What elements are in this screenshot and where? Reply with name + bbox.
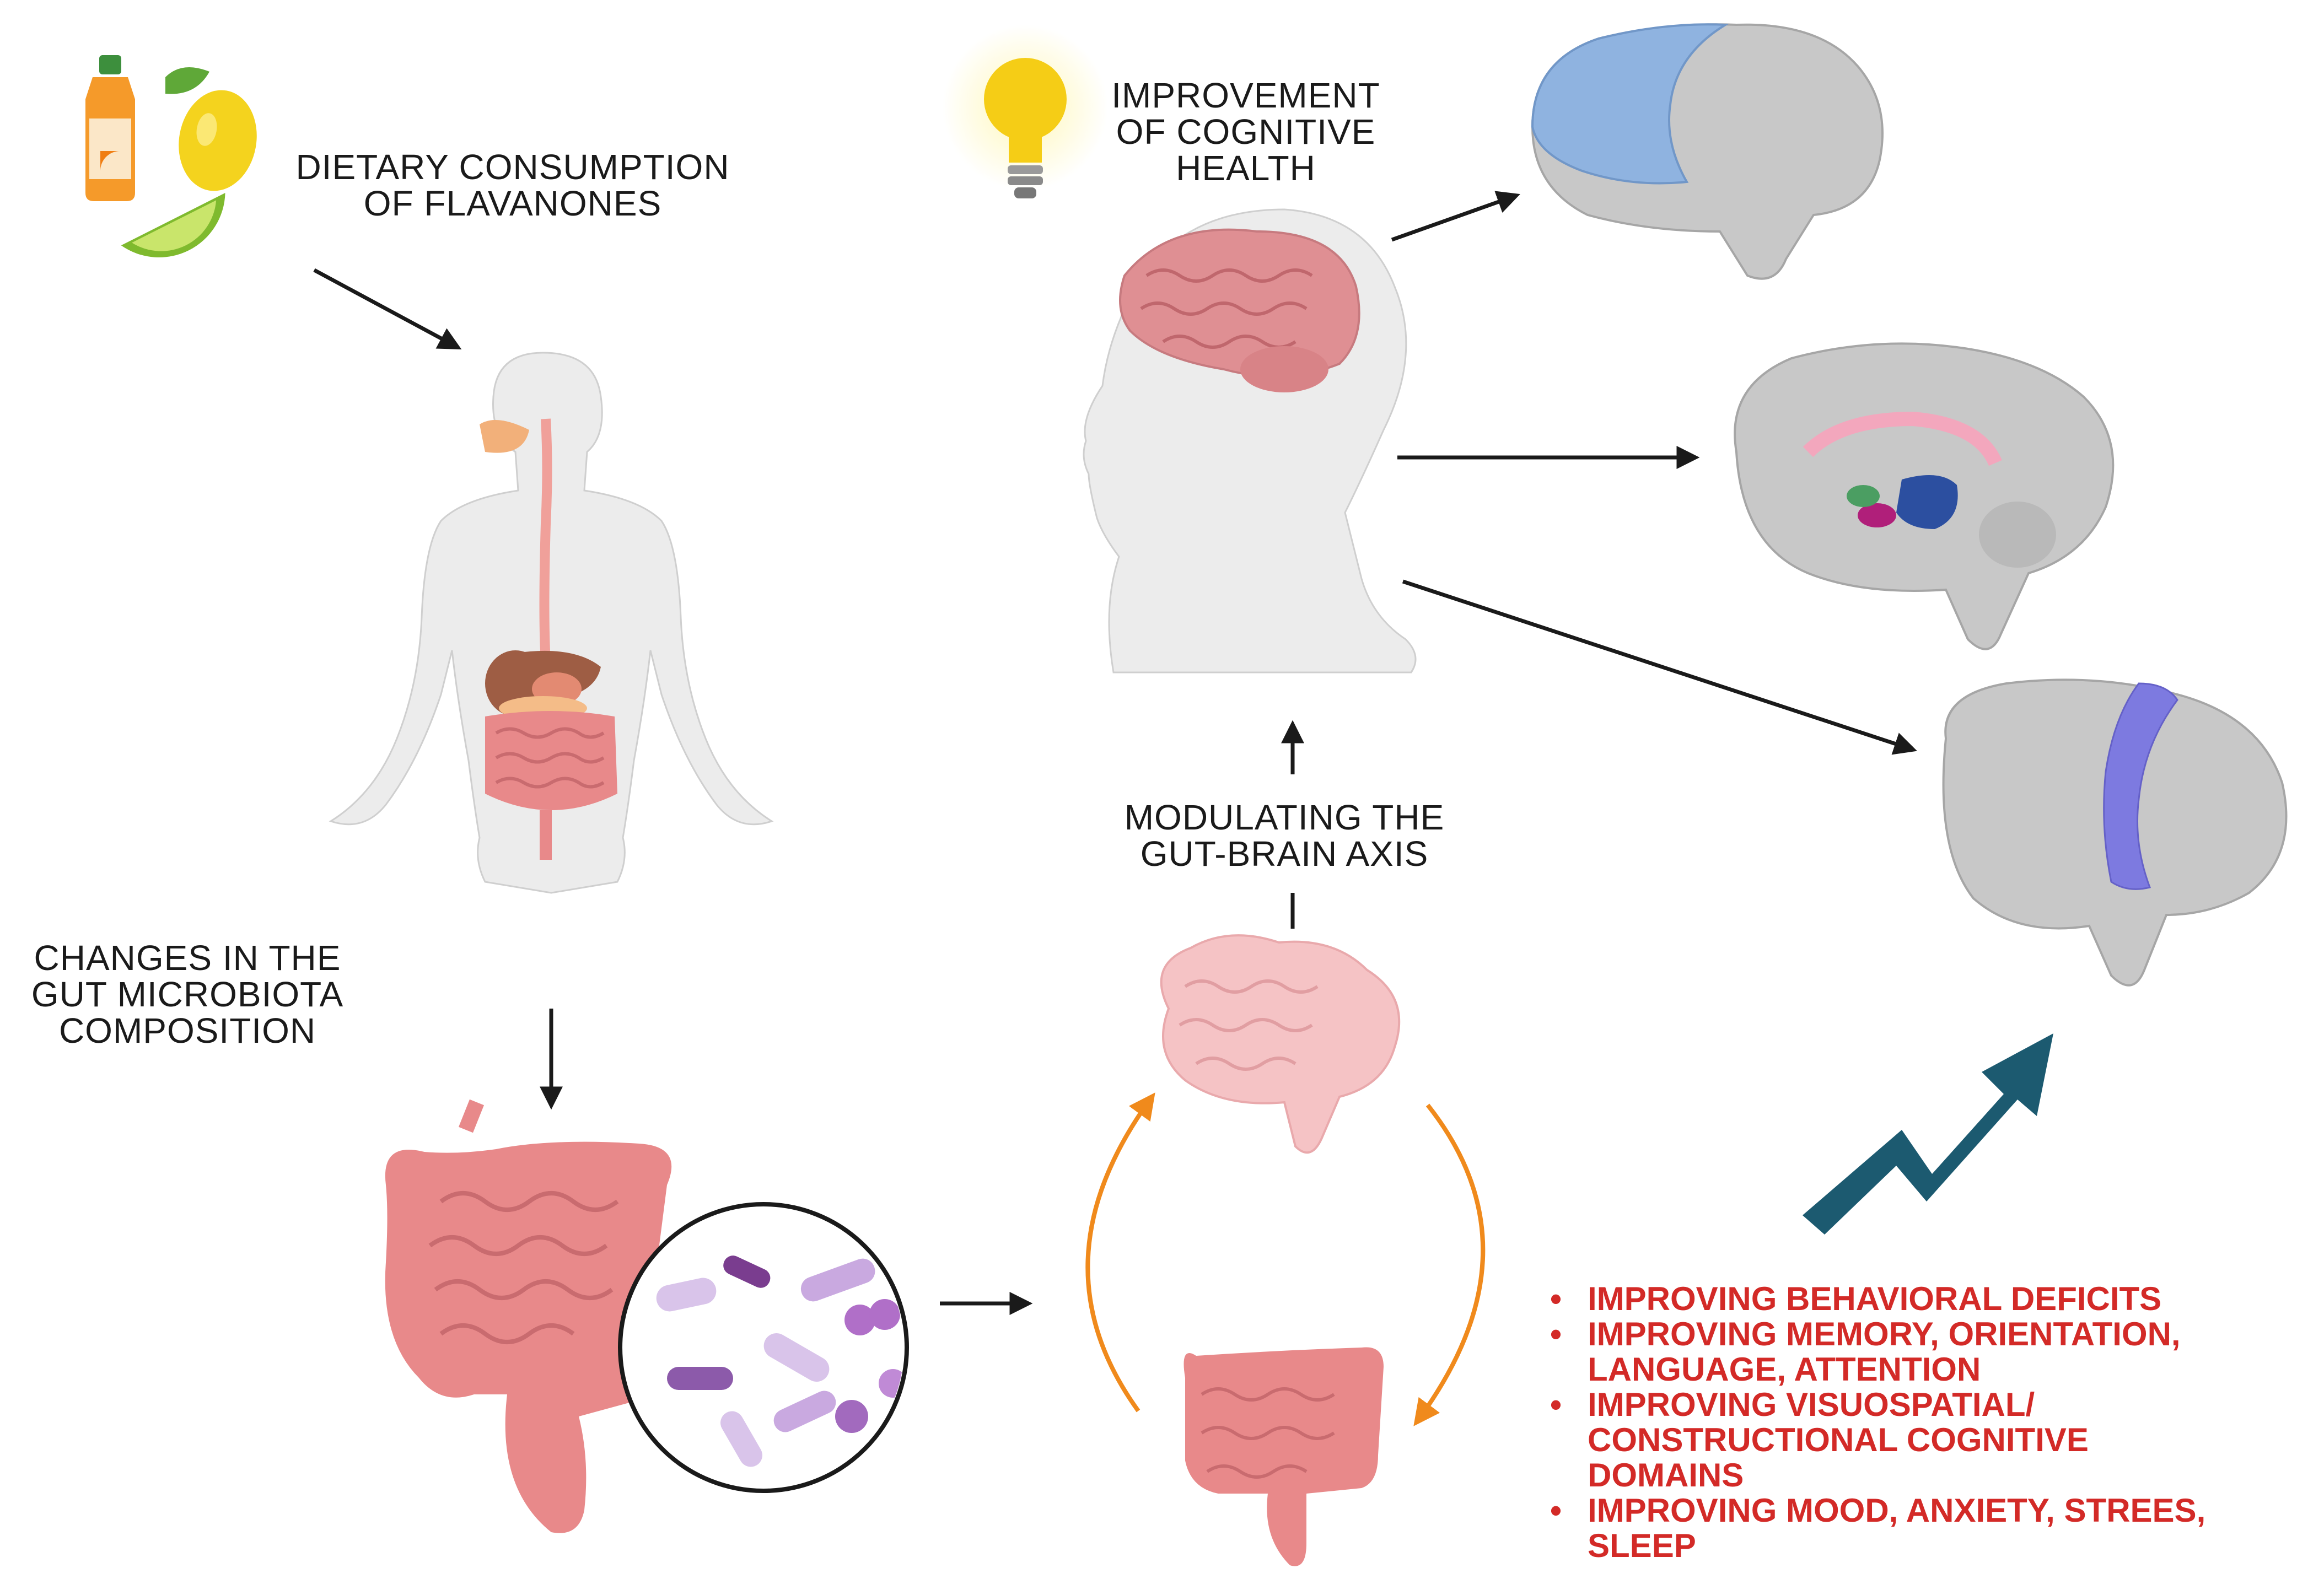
- label-line: CHANGES IN THE: [34, 938, 341, 978]
- label-gut-microbiota: CHANGES IN THE GUT MICROBIOTA COMPOSITIO…: [11, 940, 364, 1049]
- label-line: COMPOSITION: [58, 1011, 316, 1050]
- label-line: GUT MICROBIOTA: [31, 974, 344, 1014]
- head-with-brain: [1083, 208, 1417, 673]
- juice-bottle-icon: [85, 55, 135, 201]
- label-line: GUT-BRAIN AXIS: [1140, 834, 1429, 874]
- lightbulb-icon: [943, 25, 1108, 198]
- label-dietary-consumption: DIETARY CONSUMPTION OF FLAVANONES: [265, 149, 761, 222]
- label-line: MODULATING THE: [1124, 798, 1445, 837]
- outcome-line: IMPROVING MEMORY, ORIENTATION,: [1588, 1316, 2181, 1352]
- outcome-line: SLEEP: [1588, 1527, 1696, 1564]
- label-line: OF FLAVANONES: [363, 184, 662, 223]
- gut-brain-brain: [1160, 934, 1401, 1154]
- lime-slice-icon: [121, 192, 225, 257]
- lemon-icon: [165, 67, 257, 191]
- human-body: [329, 352, 774, 894]
- label-line: IMPROVEMENT: [1111, 76, 1380, 115]
- label-cognitive-health: IMPROVEMENT OF COGNITIVE HEALTH: [1069, 77, 1422, 186]
- outcome-line: CONSTRUCTIONAL COGNITIVE: [1588, 1421, 2089, 1458]
- flow-arrows: [313, 191, 1917, 1315]
- brain-sagittal: [1734, 342, 2115, 650]
- label-line: OF COGNITIVE: [1116, 112, 1376, 152]
- brain-motor-strip: [1942, 678, 2288, 987]
- label-line: HEALTH: [1176, 148, 1316, 188]
- label-line: DIETARY CONSUMPTION: [295, 147, 730, 187]
- outcome-item: IMPROVING MOOD, ANXIETY, STREES, SLEEP: [1543, 1493, 2315, 1564]
- intestine-large: [385, 1099, 672, 1533]
- outcome-line: IMPROVING VISUOSPATIAL/: [1588, 1386, 2035, 1423]
- trend-up-arrow-icon: [1803, 1033, 2053, 1235]
- label-modulating-axis: MODULATING THE GUT-BRAIN AXIS: [1080, 799, 1488, 872]
- gut-brain-intestine: [1183, 1347, 1384, 1566]
- outcome-item: IMPROVING MEMORY, ORIENTATION, LANGUAGE,…: [1543, 1317, 2315, 1387]
- outcome-item: IMPROVING VISUOSPATIAL/ CONSTRUCTIONAL C…: [1543, 1387, 2315, 1493]
- brain-frontal-lobe: [1531, 23, 1884, 280]
- outcome-line: IMPROVING MOOD, ANXIETY, STREES,: [1588, 1492, 2206, 1529]
- outcome-line: DOMAINS: [1588, 1457, 1744, 1494]
- outcome-line: IMPROVING BEHAVIORAL DEFICITS: [1588, 1280, 2162, 1317]
- gut-brain-cycle-arrows: [1085, 1092, 1486, 1426]
- outcome-list: IMPROVING BEHAVIORAL DEFICITS IMPROVING …: [1543, 1281, 2315, 1564]
- outcome-line: LANGUAGE, ATTENTION: [1588, 1351, 1981, 1388]
- bacteria-magnifier-icon: [618, 1202, 909, 1493]
- outcome-item: IMPROVING BEHAVIORAL DEFICITS: [1543, 1281, 2315, 1317]
